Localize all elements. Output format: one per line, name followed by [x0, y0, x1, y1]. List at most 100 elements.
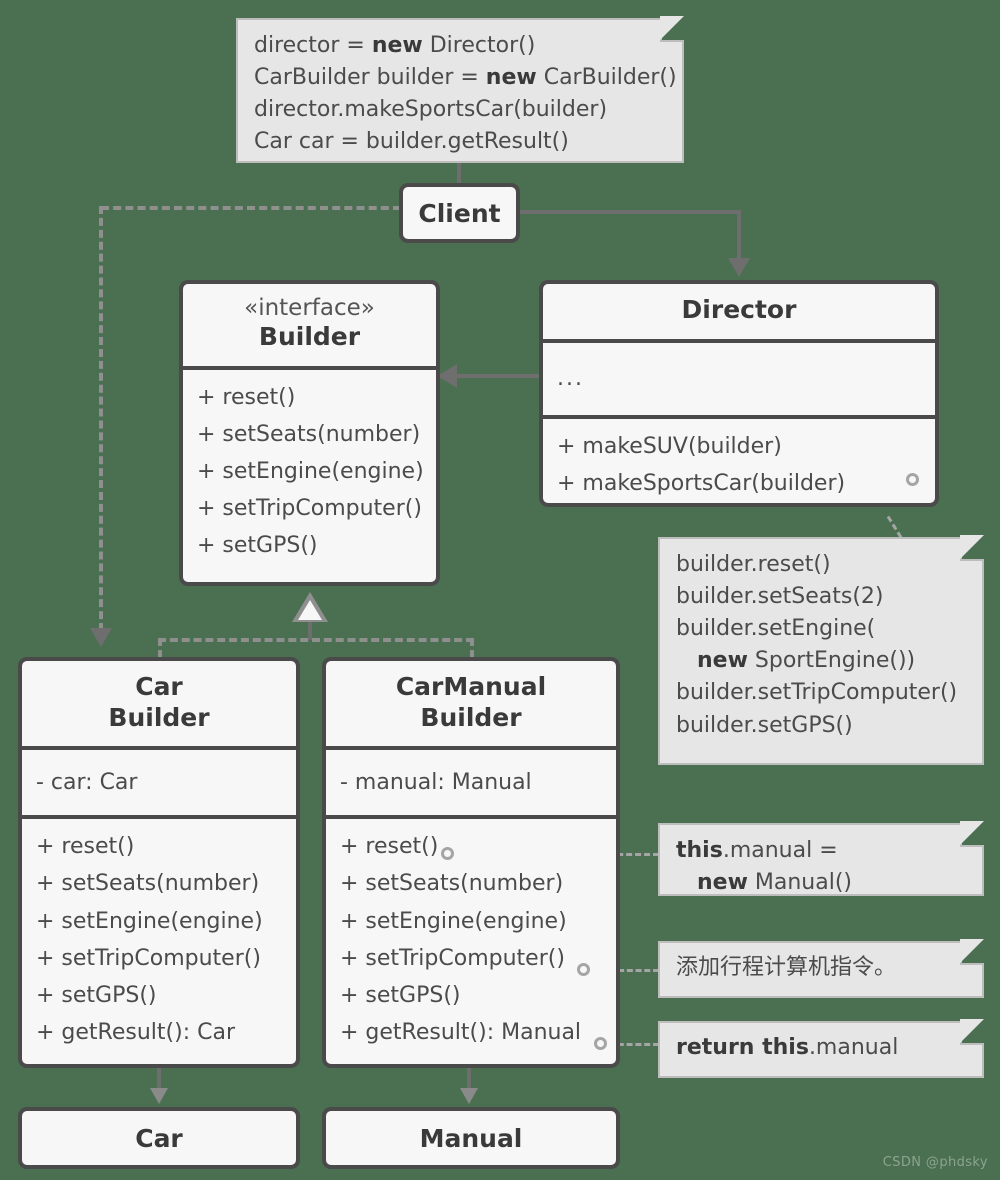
connector-client-to-director-h	[518, 210, 741, 214]
note-keyword: return this	[676, 1035, 809, 1061]
anchor-getresult-note	[594, 1037, 607, 1050]
class-member: + setEngine(engine)	[197, 458, 424, 484]
connector-settripcomputer-to-note	[592, 969, 659, 972]
connector-client-to-carbuilder-h	[101, 206, 401, 210]
class-director[interactable]: Director ... + makeSUV(builder) + makeSpo…	[539, 280, 939, 507]
note-fold-corner	[660, 16, 684, 42]
class-member: + getResult(): Manual	[340, 1020, 582, 1046]
realization-branch-right-v	[470, 638, 474, 658]
class-car-builder-methods: + reset() + setSeats(number) + setEngine(e…	[22, 815, 296, 1062]
note-line: director.makeSportsCar(builder)	[254, 97, 608, 123]
note-reset-implementation: this.manual = new Manual()	[658, 821, 984, 899]
class-car-manual-builder-fields: - manual: Manual	[326, 746, 616, 815]
class-builder-methods: + reset() + setSeats(number) + setEngine(e…	[183, 365, 436, 576]
class-member: + makeSUV(builder)	[557, 434, 782, 460]
note-reset-lines: this.manual = new Manual()	[676, 835, 966, 899]
class-member: + reset()	[36, 834, 135, 860]
class-director-methods: + makeSUV(builder) + makeSportsCar(builde…	[543, 415, 935, 513]
note-keyword: new	[696, 648, 748, 674]
note-get-result-implementation: return this.manual	[658, 1019, 984, 1078]
class-member: + setEngine(engine)	[36, 908, 263, 934]
class-director-name: Director	[681, 295, 797, 324]
note-keyword: new	[696, 870, 748, 896]
class-car-builder-header: Car Builder	[22, 661, 296, 746]
anchor-reset-note	[441, 847, 454, 860]
class-member: + reset()	[340, 834, 439, 860]
class-car-manual-builder-methods: + reset() + setSeats(number) + setEngine(e…	[326, 815, 616, 1062]
class-client-title: Client	[418, 198, 501, 228]
connector-note-to-client	[457, 163, 461, 185]
note-trip-computer-lines: 添加行程计算机指令。	[676, 952, 896, 984]
class-member: + setSeats(number)	[197, 421, 421, 447]
note-fold-corner	[960, 821, 984, 847]
arrowhead-client-to-carbuilder	[90, 628, 112, 647]
class-car-product-title: Car	[135, 1123, 183, 1153]
class-builder-interface[interactable]: «interface» Builder + reset() + setSeats(…	[179, 280, 440, 586]
class-car-product[interactable]: Car	[18, 1107, 300, 1169]
anchor-makesportscar-note	[906, 473, 919, 486]
connector-carmanualbuilder-to-manual	[467, 1068, 471, 1092]
class-manual-product[interactable]: Manual	[322, 1107, 620, 1169]
class-car-builder-name-line2: Builder	[108, 702, 210, 732]
class-car-manual-builder-name-line2: Builder	[420, 702, 522, 732]
note-line: director = new Director()	[254, 33, 536, 58]
note-keyword: new	[371, 33, 423, 58]
class-member: + setTripComputer()	[197, 496, 422, 522]
class-member: + reset()	[197, 384, 296, 410]
arrowhead-director-to-builder	[437, 364, 457, 388]
class-car-builder-field: - car: Car	[36, 770, 138, 795]
note-line: CarBuilder builder = new CarBuilder()	[254, 65, 677, 91]
note-line: new Manual()	[696, 870, 853, 896]
class-member: + setEngine(engine)	[340, 908, 567, 934]
connector-client-to-carbuilder-v	[99, 206, 103, 631]
class-member: + setGPS()	[197, 533, 318, 559]
note-line: builder.setTripComputer()	[676, 680, 958, 706]
realization-branch-left-v	[158, 638, 162, 658]
class-director-attribute-ellipsis: ...	[557, 365, 584, 391]
class-director-attributes: ...	[543, 338, 935, 416]
note-fold-corner	[960, 535, 984, 561]
note-trip-computer-implementation: 添加行程计算机指令。	[658, 939, 984, 998]
note-line: builder.setEngine(	[676, 616, 876, 642]
class-car-builder[interactable]: Car Builder - car: Car + reset() + setSea…	[18, 657, 300, 1068]
note-line: new SportEngine())	[696, 648, 916, 674]
class-member: + setGPS()	[36, 982, 157, 1008]
note-keyword: this	[676, 838, 723, 863]
class-car-manual-builder-name-line1: CarManual	[395, 672, 547, 701]
note-fold-corner	[960, 939, 984, 965]
class-car-manual-builder-field: - manual: Manual	[340, 770, 532, 795]
connector-director-to-builder	[455, 374, 541, 378]
class-member: + setGPS()	[340, 982, 461, 1008]
note-line: builder.setSeats(2)	[676, 584, 884, 610]
note-line: return this.manual	[676, 1035, 899, 1061]
class-car-builder-fields: - car: Car	[22, 746, 296, 815]
class-manual-product-title: Manual	[419, 1123, 523, 1153]
class-member: + setSeats(number)	[36, 871, 260, 897]
anchor-settripcomputer-note	[577, 963, 590, 976]
class-builder-header: «interface» Builder	[183, 284, 436, 366]
note-director-code: builder.reset()builder.setSeats(2)builde…	[658, 535, 984, 765]
class-member: + makeSportsCar(builder)	[557, 471, 846, 497]
note-client-code-lines: director = new Director() CarBuilder buil…	[254, 30, 677, 158]
class-director-header: Director	[543, 284, 935, 339]
realization-branch-h	[158, 638, 474, 642]
class-client[interactable]: Client	[399, 183, 520, 243]
note-get-result-lines: return this.manual	[676, 1032, 898, 1064]
arrowhead-carmanualbuilder-to-manual	[460, 1088, 478, 1104]
class-car-builder-name-line1: Car	[135, 672, 183, 701]
class-builder-stereotype: «interface»	[244, 295, 375, 321]
arrowhead-carbuilder-to-car	[150, 1088, 168, 1104]
class-member: + setTripComputer()	[36, 945, 261, 971]
connector-getresult-to-note	[609, 1043, 659, 1046]
class-member: + setSeats(number)	[340, 871, 564, 897]
connector-client-to-director-v	[737, 210, 741, 266]
arrowhead-client-to-director	[728, 258, 750, 277]
note-director-code-lines: builder.reset()builder.setSeats(2)builde…	[676, 549, 966, 742]
note-line: 添加行程计算机指令。	[676, 955, 897, 981]
note-line: this.manual =	[676, 838, 838, 863]
note-fold-corner	[960, 1019, 984, 1045]
realization-triangle	[292, 592, 328, 622]
class-member: + getResult(): Car	[36, 1020, 235, 1046]
connector-carbuilder-to-car	[157, 1068, 161, 1092]
class-car-manual-builder[interactable]: CarManual Builder - manual: Manual + res…	[322, 657, 620, 1068]
